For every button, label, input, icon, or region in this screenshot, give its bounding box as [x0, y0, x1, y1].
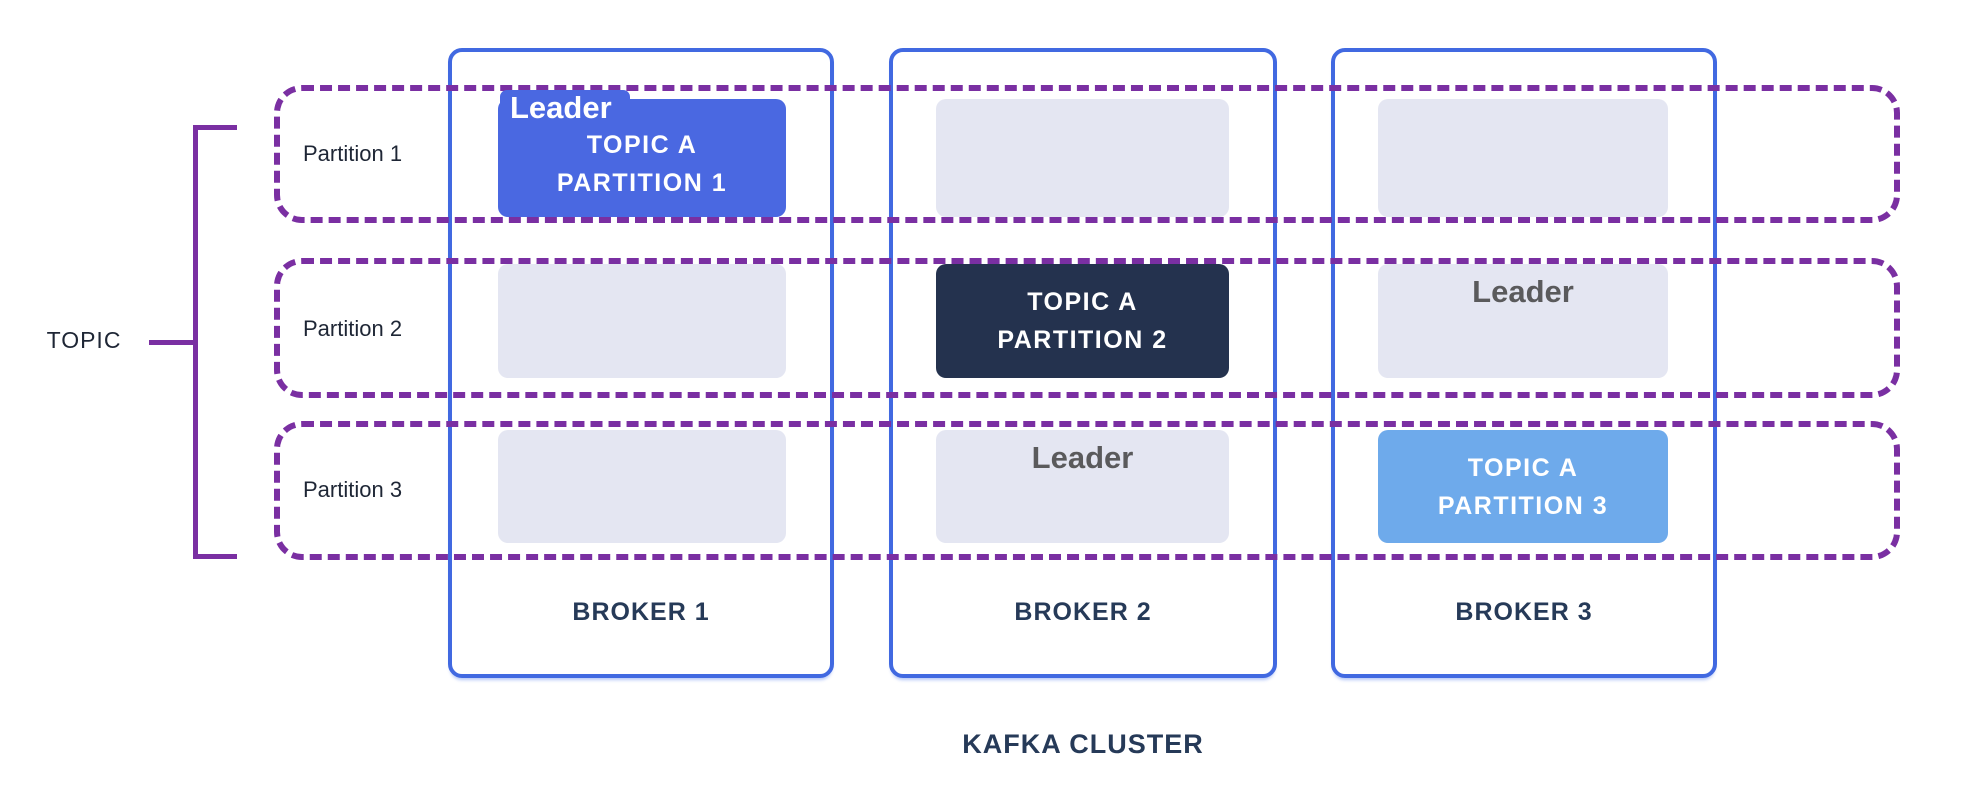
partition-1-line: PARTITION 1 — [556, 169, 728, 197]
partition-2-line: PARTITION 2 — [997, 326, 1168, 354]
partition-3-line: PARTITION 3 — [1437, 491, 1609, 520]
partition-2-row-outline — [274, 258, 1900, 398]
topic-bracket-connector — [149, 340, 195, 345]
leader-tag: Leader — [500, 90, 630, 129]
leader-box-broker3-partition2: Leader — [1378, 264, 1668, 378]
broker-1-box: BROKER 1 — [448, 48, 834, 678]
partition-2-label: Partition 2 — [303, 316, 403, 341]
leader-box-broker2-partition3: Leader — [936, 430, 1229, 543]
topic-a-partition-3-text: TOPIC A PARTITION 3 — [1438, 449, 1608, 525]
partition-3-label: Partition 3 — [303, 477, 403, 502]
replica-box-broker1-partition2 — [498, 264, 786, 378]
broker-3-box: BROKER 3 — [1331, 48, 1717, 678]
topic-a-line: TOPIC A — [1027, 288, 1138, 316]
partition-1-row-outline — [274, 85, 1900, 223]
topic-a-line: TOPIC A — [586, 131, 698, 159]
topic-a-partition-2-text: TOPIC A PARTITION 2 — [997, 283, 1167, 359]
broker-2-label: BROKER 2 — [1014, 598, 1152, 626]
broker-2-box: BROKER 2 — [889, 48, 1277, 678]
kafka-cluster-caption: KAFKA CLUSTER — [962, 729, 1204, 759]
broker-3-label: BROKER 3 — [1455, 598, 1593, 626]
topic-bracket-top-stub — [193, 125, 237, 130]
replica-box-broker2-partition1 — [936, 99, 1229, 217]
topic-a-line: TOPIC A — [1467, 453, 1579, 482]
partition-3-row-outline — [274, 421, 1900, 560]
topic-a-partition-1-leader-box: Leader TOPIC A PARTITION 1 — [498, 90, 786, 217]
leader-label: Leader — [1031, 440, 1134, 475]
topic-a-partition-1-text: TOPIC A PARTITION 1 — [557, 114, 727, 202]
topic-bracket-bottom-stub — [193, 554, 237, 559]
topic-label: TOPIC — [46, 327, 122, 353]
topic-bracket-vertical-line — [193, 125, 198, 559]
partition-1-label: Partition 1 — [303, 141, 403, 166]
broker-1-label: BROKER 1 — [572, 598, 710, 626]
topic-a-partition-3-box: TOPIC A PARTITION 3 — [1378, 430, 1668, 543]
replica-box-broker1-partition3 — [498, 430, 786, 543]
leader-label: Leader — [1472, 274, 1574, 309]
topic-a-partition-2-box: TOPIC A PARTITION 2 — [936, 264, 1229, 378]
replica-box-broker3-partition1 — [1378, 99, 1668, 217]
